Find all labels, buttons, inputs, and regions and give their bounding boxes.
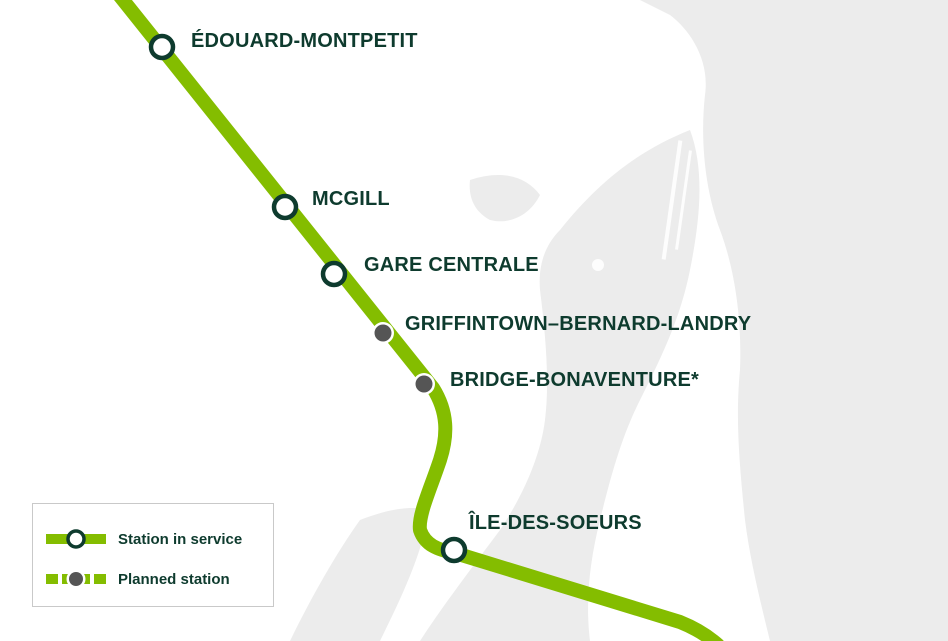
station-marker-ile-des-soeurs[interactable] [440, 536, 468, 564]
rem-line [114, 0, 724, 641]
planned-station-icon [46, 569, 106, 589]
map-legend: Station in service Planned station [32, 503, 274, 607]
land-background [290, 0, 948, 641]
station-marker-griffintown[interactable] [372, 322, 394, 344]
station-marker-bridge-bonaventure[interactable] [413, 373, 435, 395]
legend-label-in-service: Station in service [118, 531, 243, 548]
station-label-gare-centrale[interactable]: GARE CENTRALE [364, 254, 539, 276]
station-label-mcgill[interactable]: MCGILL [312, 188, 390, 210]
station-label-ile-des-soeurs[interactable]: ÎLE-DES-SOEURS [469, 512, 642, 534]
station-marker-gare-centrale[interactable] [320, 260, 348, 288]
station-label-edouard-montpetit[interactable]: ÉDOUARD-MONTPETIT [191, 30, 418, 52]
legend-row-in-service: Station in service [33, 527, 273, 551]
in-service-station-icon [46, 529, 106, 549]
legend-row-planned: Planned station [33, 567, 273, 591]
station-marker-edouard-montpetit[interactable] [148, 33, 176, 61]
legend-label-planned: Planned station [118, 571, 230, 588]
station-label-griffintown[interactable]: GRIFFINTOWN–BERNARD-LANDRY [405, 313, 752, 335]
station-label-bridge-bonaventure[interactable]: BRIDGE-BONAVENTURE* [450, 369, 699, 391]
land-detail [592, 123, 692, 271]
station-marker-mcgill[interactable] [271, 193, 299, 221]
